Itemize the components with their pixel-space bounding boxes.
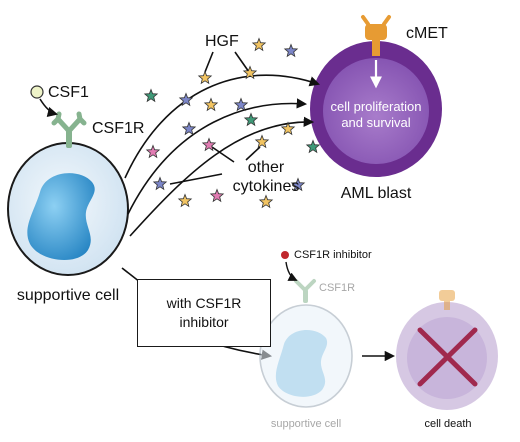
supportive-cell-faded-label: supportive cell [270,418,342,430]
cmet-receptor-icon [361,15,391,56]
cytokine-star-icon [203,97,219,112]
with-inhibitor-line1: with CSF1R [166,295,242,311]
with-inhibitor-box: with CSF1R inhibitor [137,279,271,347]
supportive-cell-faded [259,304,353,408]
csf1r-receptor-faded-icon [294,279,316,303]
cell-death-x-icon [417,327,478,387]
supportive-cell-label: supportive cell [16,287,120,304]
cytokine-star-icon [201,137,217,152]
cytokine-star-icon [177,193,193,208]
other-cytokines-label-line1: other [247,159,285,176]
cytokine-star-icon [280,121,296,136]
cytokine-star-icon [242,65,258,80]
cytokine-star-icon [152,176,168,191]
cytokine-star-icon [143,88,159,103]
cytokine-star-icon [251,37,267,52]
aml-blast-label: AML blast [340,185,412,202]
supportive-cell-nucleus [27,173,95,261]
csf1r-inhibitor-dot [281,251,289,259]
cytokine-star-icon [243,112,259,127]
cytokine-star-icon [178,92,194,107]
cell-proliferation-label-line2: and survival [341,115,411,130]
inhibitor-arrow [285,261,298,281]
other-cytokines-label-line2: cytokines [232,178,300,195]
csf1-label: CSF1 [48,84,89,101]
cmet-label: cMET [406,25,448,42]
csf1r-receptor-icon [51,111,87,148]
cytokine-star-icon [233,97,249,112]
csf1r-faded-label: CSF1R [319,282,356,294]
cytokine-star-icon [181,121,197,136]
cell-proliferation-label-line1: cell proliferation [330,99,422,114]
cytokine-star-icon [254,134,270,149]
cytokine-star-icon [209,188,225,203]
with-inhibitor-line2: inhibitor [179,314,229,330]
csf1-arrow [39,98,59,118]
cell-death-label: cell death [424,418,472,430]
cytokine-stars [143,37,321,209]
hgf-label: HGF [205,33,239,50]
csf1-ligand-icon [30,85,44,99]
cytokine-star-icon [197,70,213,85]
cytokine-star-icon [145,144,161,159]
cytokine-star-icon [258,194,274,209]
cytokine-star-icon [283,43,299,58]
csf1r-inhibitor-label: CSF1R inhibitor [294,249,372,261]
supportive-cell [7,142,129,276]
cytokine-star-icon [290,177,306,192]
cytokine-star-icon [305,139,321,154]
cmet-receptor-faded-icon [439,290,455,310]
aml-blast-cell [310,41,442,177]
csf1r-label: CSF1R [92,120,145,137]
cytokine-paths [124,51,320,237]
